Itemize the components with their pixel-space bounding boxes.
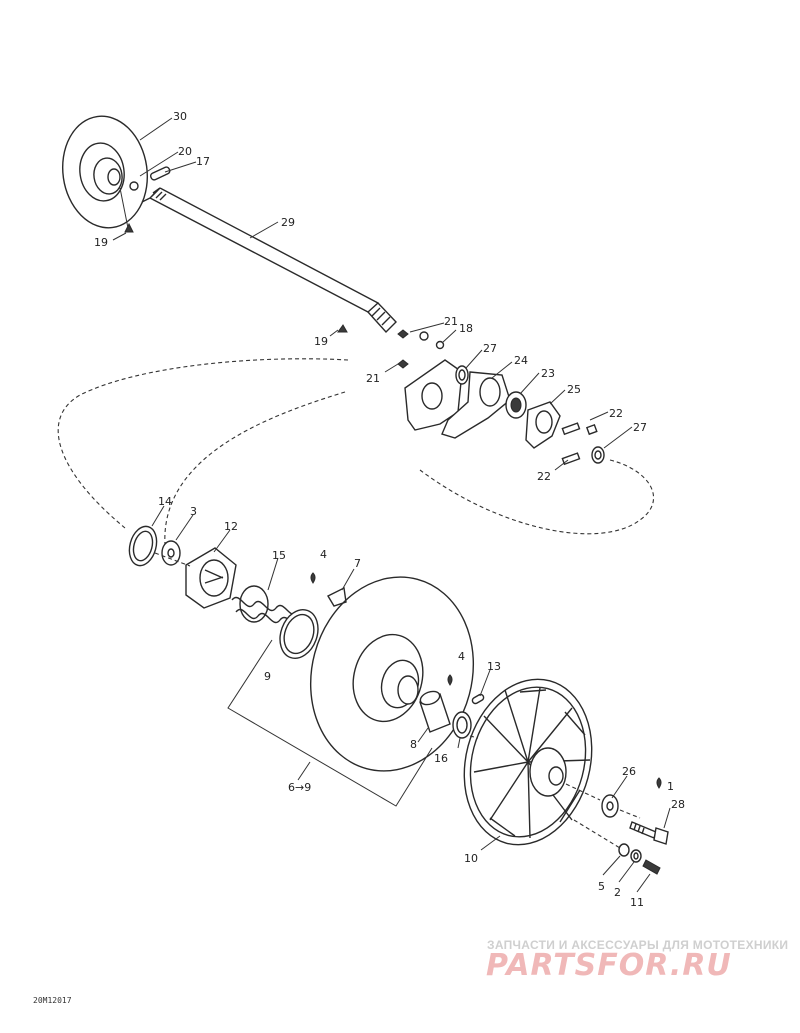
label-3: 3 (190, 505, 197, 518)
label-13: 13 (487, 660, 501, 673)
bearing-23 (505, 391, 527, 419)
label-24: 24 (514, 354, 528, 367)
washer-5 (618, 843, 630, 857)
nut-19-bottom (337, 324, 348, 333)
ring-9 (279, 609, 319, 659)
watermark-tagline: ЗАПЧАСТИ И АКСЕССУАРЫ ДЛЯ МОТОТЕХНИКИ (487, 938, 789, 952)
part-labels: 30 20 17 19 29 19 21 18 27 24 21 23 25 2… (94, 110, 685, 909)
washer-26 (601, 794, 619, 818)
label-11: 11 (630, 896, 644, 909)
label-16: 16 (434, 752, 448, 765)
label-20: 20 (178, 145, 192, 158)
bolt-22-upper (561, 422, 598, 436)
label-19-top: 19 (94, 236, 108, 249)
drop-1 (656, 777, 662, 789)
drop-4-upper (310, 572, 316, 584)
label-27-lower: 27 (633, 421, 647, 434)
label-8: 8 (410, 738, 417, 751)
label-30: 30 (173, 110, 187, 123)
label-19-bottom: 19 (314, 335, 328, 348)
label-17: 17 (196, 155, 210, 168)
label-9: 9 (264, 670, 271, 683)
label-6-to-9: 6→9 (288, 781, 311, 794)
seal-27-upper (455, 365, 469, 385)
label-29: 29 (281, 216, 295, 229)
screw-11 (642, 859, 661, 875)
seal-27-lower (591, 446, 605, 464)
label-4-lower: 4 (458, 650, 465, 663)
label-25: 25 (567, 383, 581, 396)
label-21-upper: 21 (444, 315, 458, 328)
washer-16 (452, 711, 472, 739)
leader-lines (112, 117, 671, 893)
label-23: 23 (541, 367, 555, 380)
cam-12 (185, 547, 237, 609)
drive-belt-outline (57, 358, 655, 546)
flange-24 (441, 371, 511, 439)
label-18: 18 (459, 322, 473, 335)
label-5: 5 (598, 880, 605, 893)
drop-4-lower (447, 674, 453, 686)
label-21-lower: 21 (366, 372, 380, 385)
label-22-lower: 22 (537, 470, 551, 483)
label-2: 2 (614, 886, 621, 899)
label-7: 7 (354, 557, 361, 570)
flange-25 (525, 401, 561, 449)
label-27-upper: 27 (483, 342, 497, 355)
bearing-support-plate (404, 359, 463, 431)
key-17 (149, 166, 171, 181)
fixed-sheave (463, 678, 593, 846)
label-22-upper: 22 (609, 407, 623, 420)
brake-disc (61, 115, 149, 229)
drive-shaft (141, 187, 397, 334)
circlip-14 (128, 525, 158, 567)
pin-13 (471, 693, 485, 705)
label-14: 14 (158, 495, 172, 508)
slider-7 (327, 586, 347, 607)
bolt-28 (629, 821, 669, 845)
label-1: 1 (667, 780, 674, 793)
label-10: 10 (464, 852, 478, 865)
group-bracket (227, 639, 433, 807)
label-4-upper: 4 (320, 548, 327, 561)
washer-3 (161, 540, 181, 566)
bushing-8 (419, 690, 451, 733)
label-28: 28 (671, 798, 685, 811)
nut-21-upper (397, 329, 409, 339)
washer-2 (630, 849, 642, 863)
drawing-code: 20M12017 (33, 996, 72, 1005)
washer-20 (129, 181, 139, 191)
label-15: 15 (272, 549, 286, 562)
bolt-18 (419, 331, 445, 350)
nut-19-top (124, 222, 134, 233)
watermark-brand-logo: PARTSFOR.RU (486, 948, 732, 983)
spring-15 (231, 585, 303, 627)
label-12: 12 (224, 520, 238, 533)
nut-21-lower (397, 359, 409, 369)
sliding-sheave (309, 576, 475, 772)
label-26: 26 (622, 765, 636, 778)
